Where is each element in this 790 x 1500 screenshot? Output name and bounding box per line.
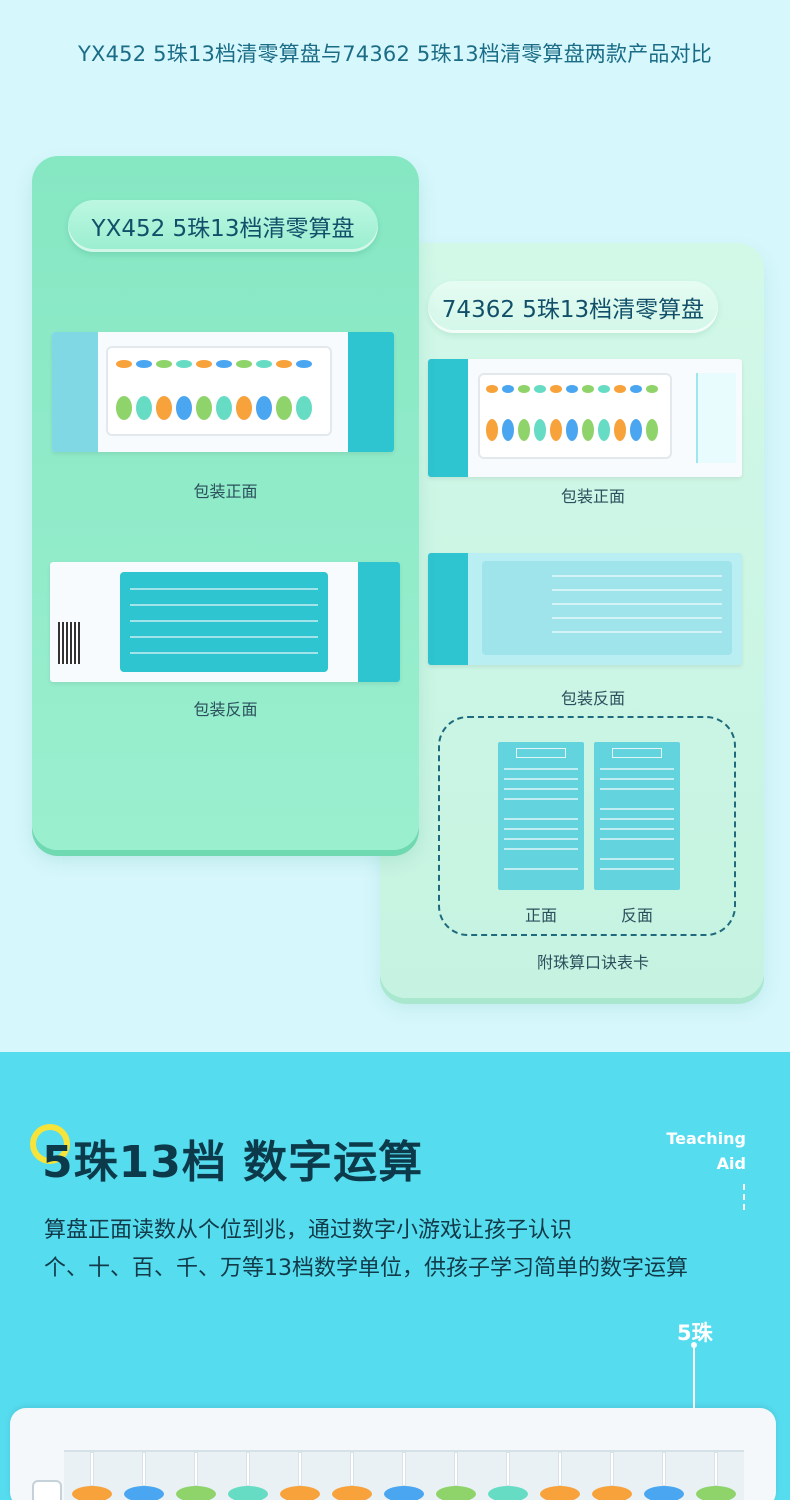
feature-desc-line1: 算盘正面读数从个位到兆，通过数字小游戏让孩子认识 <box>44 1218 573 1243</box>
package-back-tab <box>358 562 400 682</box>
abacus-rod <box>506 1452 510 1486</box>
feature-section: 5珠13档 数字运算 Teaching Aid 算盘正面读数从个位到兆，通过数字… <box>0 1052 790 1500</box>
card-back-label: 反面 <box>620 906 653 925</box>
reference-card-caption: 附珠算口诀表卡 <box>536 953 649 972</box>
bead-row-top <box>486 385 658 393</box>
abacus-closeup-image <box>10 1408 776 1500</box>
reference-table-image <box>482 561 732 655</box>
teaching-aid-tag: Teaching Aid <box>666 1126 746 1176</box>
bead-row-bottom <box>486 419 658 441</box>
caption-back: 包装反面 <box>560 689 625 708</box>
abacus-rod <box>350 1452 354 1486</box>
package-side-label <box>696 373 736 463</box>
abacus-rod <box>246 1452 250 1486</box>
package-teal-tab <box>428 359 468 477</box>
teaching-aid-line2: Aid <box>716 1154 746 1173</box>
abacus-rod <box>454 1452 458 1486</box>
package-brand-tab <box>348 332 394 452</box>
comparison-section: YX452 5珠13档清零算盘与74362 5珠13档清零算盘两款产品对比 YX… <box>32 42 764 998</box>
product-title-yx452: YX452 5珠13档清零算盘 <box>68 200 378 252</box>
bead-row-top <box>116 360 312 368</box>
feature-desc-line2: 个、十、百、千、万等13档数学单位，供孩子学习简单的数字运算 <box>44 1256 688 1281</box>
product-title-74362: 74362 5珠13档清零算盘 <box>428 281 718 333</box>
package-teal-tab <box>428 553 468 665</box>
abacus-bead <box>592 1486 632 1500</box>
feature-title: 5珠13档 数字运算 <box>42 1137 424 1188</box>
abacus-bead <box>696 1486 736 1500</box>
bead-count-label: 5珠 <box>677 1321 713 1345</box>
abacus-rod <box>194 1452 198 1486</box>
abacus-bead <box>436 1486 476 1500</box>
page-title: YX452 5珠13档清零算盘与74362 5珠13档清零算盘两款产品对比 <box>77 42 712 66</box>
abacus-rod <box>402 1452 406 1486</box>
package-front-image <box>428 359 742 477</box>
pointer-line <box>693 1348 695 1458</box>
feature-description: 算盘正面读数从个位到兆，通过数字小游戏让孩子认识 个、十、百、千、万等13档数学… <box>44 1212 688 1288</box>
abacus-rod <box>714 1452 718 1486</box>
caption-back: 包装反面 <box>193 700 258 719</box>
package-teal-tab <box>52 332 98 452</box>
abacus-bead <box>540 1486 580 1500</box>
abacus-bead <box>488 1486 528 1500</box>
reference-card-front <box>498 742 584 890</box>
package-front-image <box>52 332 394 452</box>
abacus-bead <box>644 1486 684 1500</box>
teaching-aid-divider <box>743 1184 745 1210</box>
card-front-label: 正面 <box>524 906 557 925</box>
pointer-dot <box>691 1342 697 1348</box>
abacus-bead <box>384 1486 424 1500</box>
product-card-74362: 74362 5珠13档清零算盘 包装正面 包装反面 <box>380 243 764 998</box>
abacus-rod <box>662 1452 666 1486</box>
abacus-rod <box>142 1452 146 1486</box>
reference-card-back <box>594 742 680 890</box>
abacus-rod <box>558 1452 562 1486</box>
caption-front: 包装正面 <box>193 482 258 501</box>
abacus-bead <box>176 1486 216 1500</box>
bead-row-bottom <box>116 396 312 420</box>
abacus-bead <box>332 1486 372 1500</box>
abacus-bead <box>72 1486 112 1500</box>
barcode-image <box>58 622 80 664</box>
product-card-yx452: YX452 5珠13档清零算盘 包装正面 <box>32 156 419 850</box>
accent-ring-icon <box>30 1124 70 1164</box>
abacus-rod <box>90 1452 94 1486</box>
teaching-aid-line1: Teaching <box>666 1129 746 1148</box>
caption-front: 包装正面 <box>560 487 625 506</box>
reference-card-frame: 正面 反面 <box>438 716 736 936</box>
abacus-bead <box>124 1486 164 1500</box>
reference-table-image <box>120 572 328 672</box>
abacus-bead <box>280 1486 320 1500</box>
abacus-rod <box>610 1452 614 1486</box>
package-back-image <box>428 553 742 665</box>
package-back-image <box>50 562 400 682</box>
abacus-rod <box>298 1452 302 1486</box>
abacus-bead <box>228 1486 268 1500</box>
abacus-clip <box>32 1480 62 1500</box>
